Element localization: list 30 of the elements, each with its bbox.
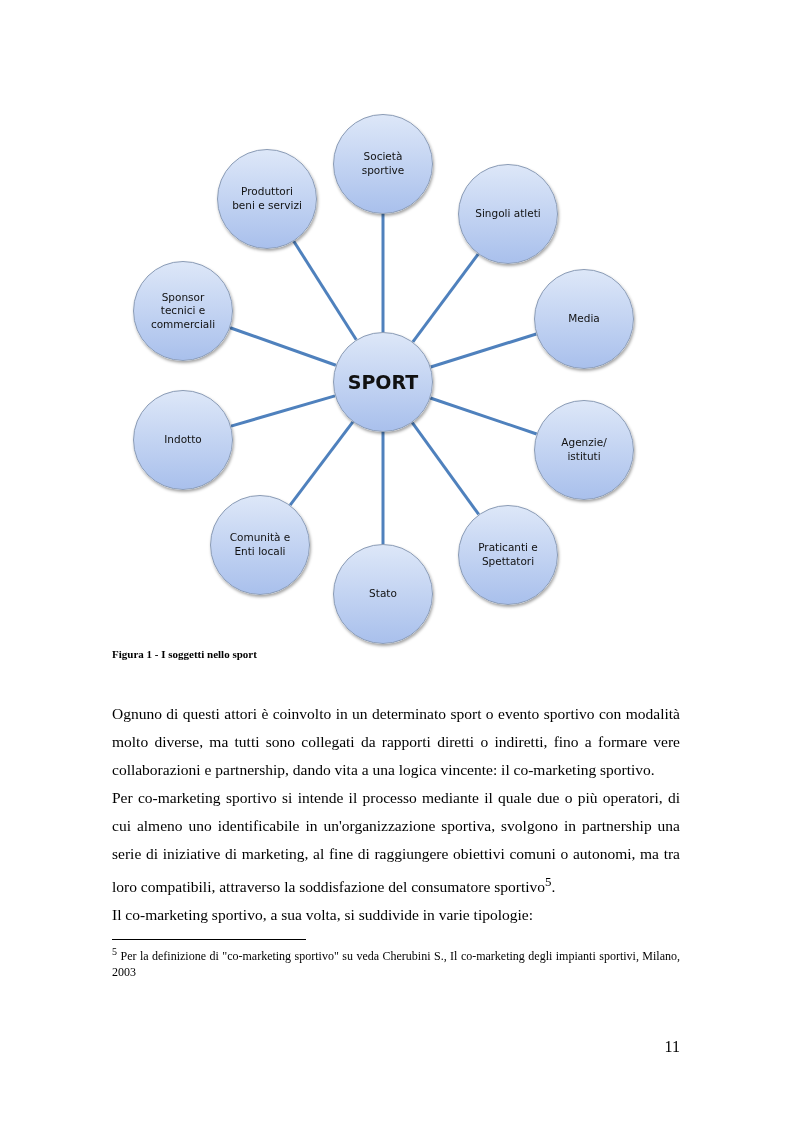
connector-line: [381, 432, 385, 544]
actor-circle: [210, 495, 310, 595]
connector-line: [229, 326, 337, 367]
figure-caption: Figura 1 - I soggetti nello sport: [112, 648, 257, 660]
connector-line: [411, 253, 480, 343]
connector-line: [429, 396, 538, 436]
node-label: Praticanti e Spettatori: [477, 541, 539, 569]
connector-line: [430, 332, 537, 369]
node-label: Media: [568, 312, 600, 326]
node-label: SPORT: [347, 369, 419, 395]
hub-circle: [333, 332, 433, 432]
node-label: Società sportive: [360, 150, 406, 178]
node-label: Agenzie/ istituti: [560, 436, 608, 464]
node-label: Stato: [369, 587, 397, 601]
body-paragraph: Il co-marketing sportivo, a sua volta, si suddivide in varie tipologie:: [112, 906, 533, 924]
node-label: Singoli atleti: [475, 207, 541, 221]
connector-line: [230, 394, 336, 428]
connector-line: [381, 214, 385, 332]
body-paragraph: Per co-marketing sportivo si intende il processo mediante il quale due o più operatori, di cui almeno uno identificabile in un'organizzazione sportiva, svolgono in partnership una serie di iniziative di marketing, al fine di raggiungere obiettivi comuni o autonomi, ma tra loro compatibili, attraverso la soddisfazione del consumatore sportivo$^{5}$.: [112, 789, 680, 896]
node-label: Indotto: [164, 433, 202, 447]
body-paragraph: Ognuno di questi attori è coinvolto in un determinato sport o evento sportivo con modalità molto diverse, ma tutti sono collegati da rapporti diretti o indiretti, fino a formare vere collaborazioni e partnership, dando vita a una logica vincente: il co-marketing sportivo.: [112, 705, 680, 778]
footnote: $^{5}$ Per la definizione di "co-marketing sportivo" su veda Cherubini S., Il co-marketing degli impianti sportivi, Milano, 2003: [112, 949, 680, 980]
node-label: Sponsor tecnici e commerciali: [149, 290, 217, 332]
node-label: Comunità e Enti locali: [228, 531, 292, 559]
actor-circle: [458, 505, 558, 605]
node-label: Produttori beni e servizi: [231, 185, 303, 213]
page-number: 11: [664, 1038, 680, 1056]
connector-line: [288, 421, 355, 506]
connector-line: [411, 421, 480, 516]
connector-line: [292, 240, 358, 341]
